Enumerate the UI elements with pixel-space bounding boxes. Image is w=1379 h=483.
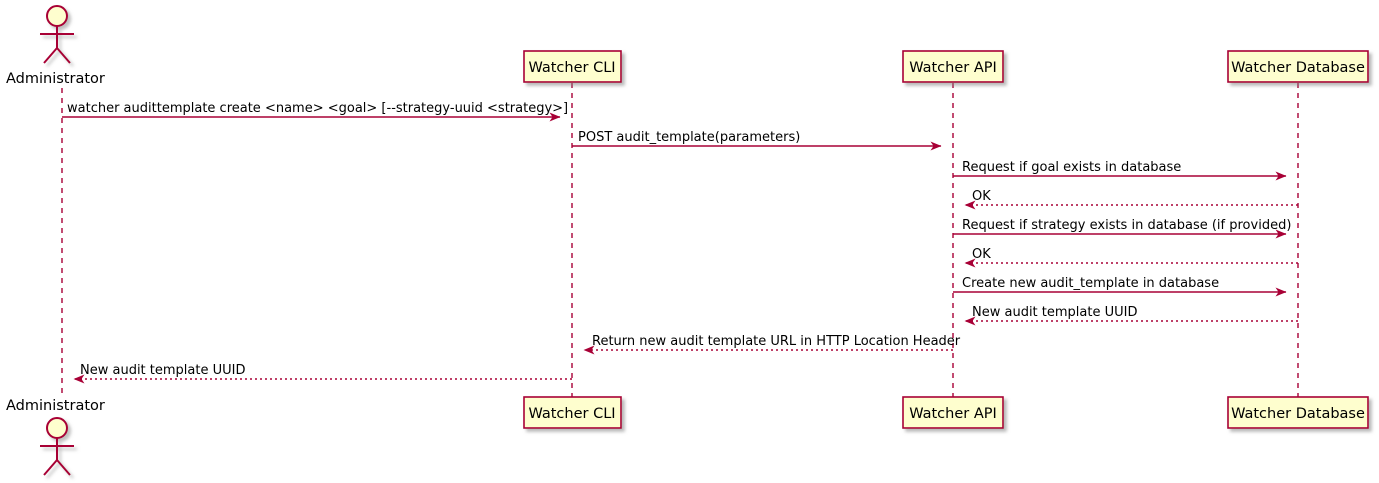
- lifelines: [61, 83, 1299, 397]
- participant-label-watcher-cli-bottom: Watcher CLI: [528, 406, 615, 422]
- message-label-4: OK: [972, 189, 991, 204]
- participant-label-watcher-api-top: Watcher API: [909, 60, 997, 76]
- participant-box-watcher-database-bottom[interactable]: Watcher Database: [1227, 396, 1369, 429]
- message-7[interactable]: Create new audit_template in database: [953, 276, 1287, 297]
- message-label-6: OK: [972, 247, 991, 262]
- participant-box-rect: [1227, 50, 1369, 83]
- participant-box-rect: [523, 396, 622, 429]
- participant-box-watcher-api-top[interactable]: Watcher API: [902, 50, 1004, 83]
- actor-head-icon: [46, 5, 68, 27]
- message-3[interactable]: Request if goal exists in database: [953, 160, 1287, 181]
- participant-label-watcher-api-bottom: Watcher API: [909, 406, 997, 422]
- message-label-9: Return new audit template URL in HTTP Lo…: [592, 334, 961, 349]
- actor-leg-left-icon: [43, 47, 58, 64]
- message-label-2: POST audit_template(parameters): [578, 130, 800, 145]
- actor-leg-right-icon: [56, 459, 71, 476]
- participant-label-watcher-cli-top: Watcher CLI: [528, 60, 615, 76]
- actor-administrator-top[interactable]: [40, 5, 74, 64]
- participant-box-rect: [902, 396, 1004, 429]
- message-label-5: Request if strategy exists in database (…: [962, 218, 1291, 233]
- participant-label-watcher-database-bottom: Watcher Database: [1231, 406, 1365, 422]
- message-label-3: Request if goal exists in database: [962, 160, 1181, 175]
- message-4[interactable]: OK: [964, 189, 1298, 210]
- message-label-8: New audit template UUID: [972, 305, 1137, 320]
- participant-box-rect: [902, 50, 1004, 83]
- participant-box-watcher-cli-top[interactable]: Watcher CLI: [523, 50, 622, 83]
- message-5[interactable]: Request if strategy exists in database (…: [953, 218, 1291, 239]
- participant-label-watcher-database-top: Watcher Database: [1231, 60, 1365, 76]
- actor-leg-right-icon: [56, 47, 71, 64]
- participant-box-watcher-database-top[interactable]: Watcher Database: [1227, 50, 1369, 83]
- message-label-7: Create new audit_template in database: [962, 276, 1219, 291]
- participant-box-watcher-cli-bottom[interactable]: Watcher CLI: [523, 396, 622, 429]
- participant-box-rect: [523, 50, 622, 83]
- message-10[interactable]: New audit template UUID: [73, 363, 572, 384]
- message-8[interactable]: New audit template UUID: [964, 305, 1298, 326]
- message-1[interactable]: watcher audittemplate create <name> <goa…: [62, 101, 568, 122]
- actor-leg-left-icon: [43, 459, 58, 476]
- message-2[interactable]: POST audit_template(parameters): [572, 130, 942, 151]
- participant-box-rect: [1227, 396, 1369, 429]
- message-9[interactable]: Return new audit template URL in HTTP Lo…: [583, 334, 961, 355]
- actor-head-icon: [46, 417, 68, 439]
- actor-administrator-bottom[interactable]: [40, 417, 74, 476]
- actor-label-administrator-top: Administrator: [6, 71, 105, 87]
- actor-label-administrator-bottom: Administrator: [6, 398, 105, 414]
- message-label-1: watcher audittemplate create <name> <goa…: [67, 101, 568, 116]
- participant-box-watcher-api-bottom[interactable]: Watcher API: [902, 396, 1004, 429]
- message-label-10: New audit template UUID: [80, 363, 245, 378]
- message-6[interactable]: OK: [964, 247, 1298, 268]
